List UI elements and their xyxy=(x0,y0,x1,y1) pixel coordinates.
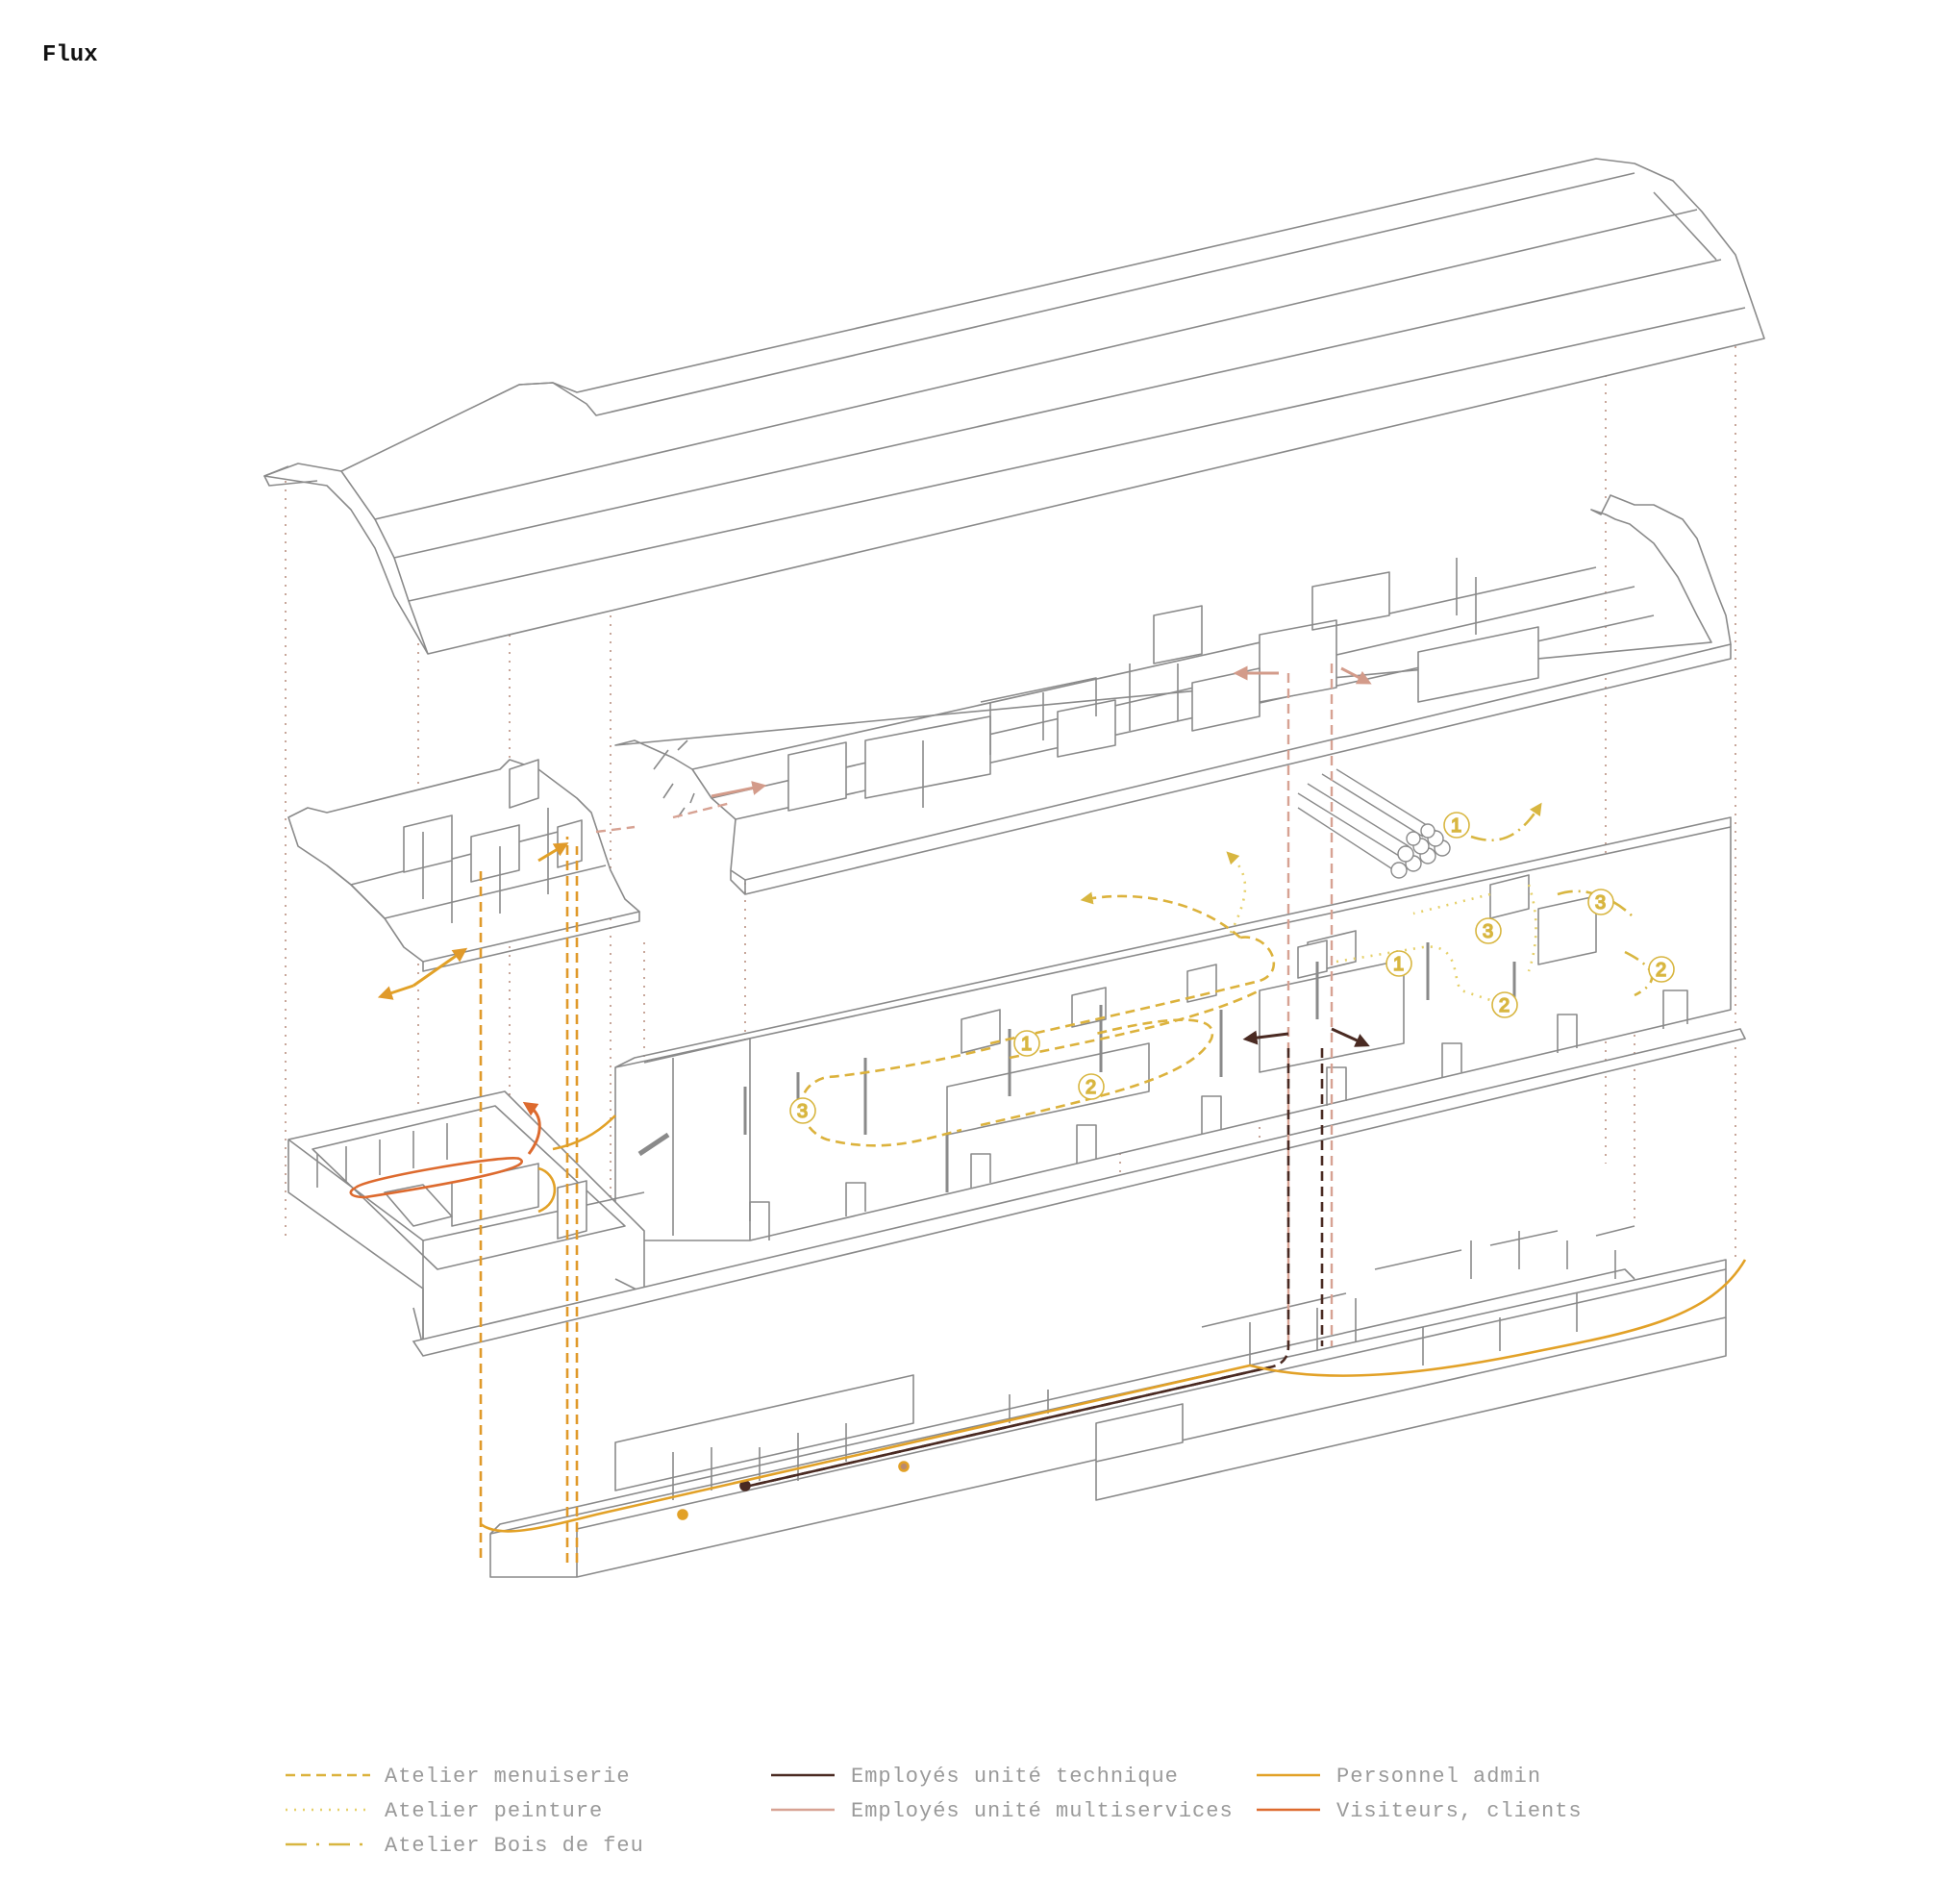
flow-step-markers: 1 2 3 1 1 2 2 3 3 xyxy=(789,812,1675,1124)
basement-corridor xyxy=(489,1225,1727,1578)
wood-log-pile xyxy=(1297,768,1451,879)
ground-floor-hall xyxy=(614,816,1732,1241)
svg-text:Employés unité multiservices: Employés unité multiservices xyxy=(851,1799,1234,1823)
marker-1-a: 1 xyxy=(1013,1030,1040,1057)
upper-floor-west xyxy=(287,759,640,972)
svg-text:Visiteurs, clients: Visiteurs, clients xyxy=(1336,1799,1583,1823)
svg-text:1: 1 xyxy=(1021,1034,1032,1055)
flow-atelier-peinture xyxy=(1226,851,1537,1002)
svg-text:Employés unité technique: Employés unité technique xyxy=(851,1765,1179,1789)
legend-item-technique: Employés unité technique xyxy=(771,1765,1179,1789)
marker-2-b: 2 xyxy=(1491,991,1518,1018)
legend-item-visiteurs: Visiteurs, clients xyxy=(1257,1799,1583,1823)
svg-text:2: 2 xyxy=(1499,995,1510,1016)
legend-item-menuiserie: Atelier menuiserie xyxy=(286,1765,631,1789)
flow-arrows-multiservices xyxy=(711,665,1372,798)
svg-text:2: 2 xyxy=(1086,1077,1096,1098)
svg-text:3: 3 xyxy=(797,1101,808,1122)
roof-volume xyxy=(263,158,1765,655)
legend-item-peinture: Atelier peinture xyxy=(286,1799,603,1823)
upper-floor-east xyxy=(614,494,1732,895)
svg-text:2: 2 xyxy=(1656,960,1666,981)
connector-bridge xyxy=(637,1132,670,1157)
svg-text:3: 3 xyxy=(1595,892,1606,914)
svg-text:Atelier peinture: Atelier peinture xyxy=(385,1799,603,1823)
marker-1-c: 1 xyxy=(1443,812,1470,839)
ground-slab xyxy=(412,1028,1747,1357)
flow-visiteurs-clients xyxy=(349,1101,541,1199)
svg-text:Personnel admin: Personnel admin xyxy=(1336,1765,1541,1789)
svg-text:Atelier Bois de feu: Atelier Bois de feu xyxy=(385,1834,644,1858)
ground-floor-entry xyxy=(287,1090,645,1347)
marker-3-c: 3 xyxy=(1587,889,1614,915)
marker-3-b: 3 xyxy=(1475,917,1502,944)
legend: Atelier menuiserie Atelier peinture Atel… xyxy=(286,1765,1583,1858)
svg-text:1: 1 xyxy=(1451,815,1461,837)
marker-2-c: 2 xyxy=(1648,956,1675,983)
marker-2-a: 2 xyxy=(1078,1073,1105,1100)
svg-text:Atelier menuiserie: Atelier menuiserie xyxy=(385,1765,631,1789)
marker-3-a: 3 xyxy=(789,1097,816,1124)
legend-item-multiservices: Employés unité multiservices xyxy=(771,1799,1234,1823)
diagram-title: Flux xyxy=(42,42,98,68)
svg-text:3: 3 xyxy=(1483,921,1493,942)
legend-item-admin: Personnel admin xyxy=(1257,1765,1541,1789)
flow-personnel-admin xyxy=(377,842,1747,1533)
marker-1-b: 1 xyxy=(1385,950,1412,977)
legend-item-bois-de-feu: Atelier Bois de feu xyxy=(286,1834,644,1858)
svg-text:1: 1 xyxy=(1393,954,1404,975)
flow-employes-technique xyxy=(739,1027,1370,1491)
